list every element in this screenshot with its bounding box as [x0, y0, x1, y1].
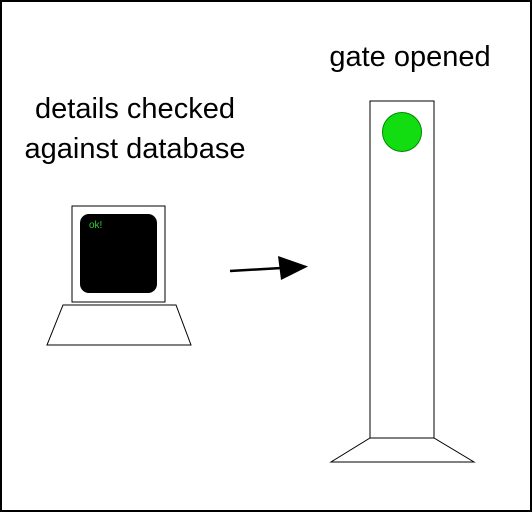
arrow-head: [278, 256, 308, 280]
gate-status-light-icon: [382, 112, 422, 152]
left-caption-line1: details checked: [35, 93, 235, 125]
computer-icon: [46, 205, 192, 346]
left-caption-line2: against database: [24, 133, 246, 165]
screen-status-text: ok!: [89, 220, 103, 231]
arrow-icon: [229, 256, 308, 280]
left-caption: details checked against database: [0, 89, 270, 169]
computer-base: [46, 304, 192, 346]
gate-pillar: [369, 100, 435, 439]
monitor-screen: [80, 214, 157, 293]
gate-base: [329, 437, 476, 463]
gate-post: [329, 100, 476, 463]
right-caption: gate opened: [329, 41, 491, 73]
